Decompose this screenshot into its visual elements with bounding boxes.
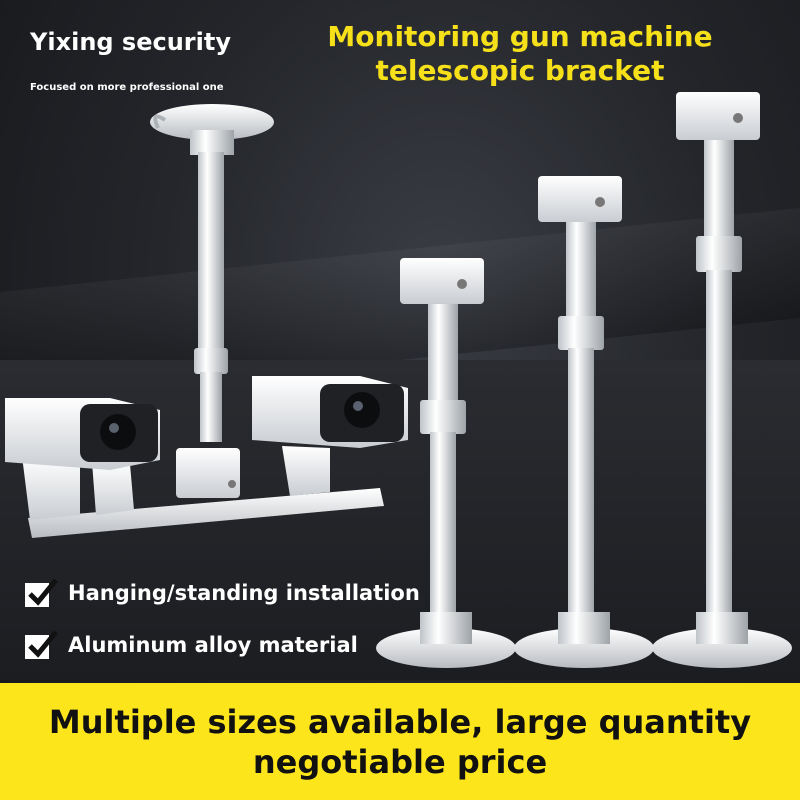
headline-line-2: telescopic bracket bbox=[375, 54, 665, 87]
bracket-pole bbox=[198, 152, 224, 352]
ceiling-mount-base bbox=[150, 104, 274, 140]
short-standing-bracket bbox=[376, 258, 516, 668]
headline-line-1: Monitoring gun machine bbox=[327, 20, 713, 53]
brand-tagline: Focused on more professional one bbox=[30, 82, 224, 93]
camera-right bbox=[252, 376, 408, 496]
feature-material: Aluminum alloy material bbox=[24, 630, 358, 660]
check-icon bbox=[25, 630, 58, 659]
hanging-bracket bbox=[28, 104, 384, 538]
brand-name: Yixing security bbox=[30, 28, 231, 56]
banner-line-1: Multiple sizes available, large quantity bbox=[48, 702, 752, 741]
medium-standing-bracket bbox=[514, 176, 654, 668]
banner-line-2: negotiable price bbox=[252, 742, 548, 781]
feature-hanging-standing: Hanging/standing installation bbox=[24, 578, 420, 608]
product-illustration bbox=[5, 92, 792, 668]
promo-banner: Multiple sizes available, large quantity… bbox=[0, 683, 800, 800]
dual-camera-rail bbox=[28, 488, 384, 538]
check-icon bbox=[25, 578, 58, 607]
headline: Monitoring gun machine telescopic bracke… bbox=[300, 20, 740, 88]
camera-left bbox=[5, 398, 160, 520]
tall-standing-bracket bbox=[652, 92, 792, 668]
feature-label: Aluminum alloy material bbox=[68, 633, 358, 657]
feature-label: Hanging/standing installation bbox=[68, 581, 420, 605]
